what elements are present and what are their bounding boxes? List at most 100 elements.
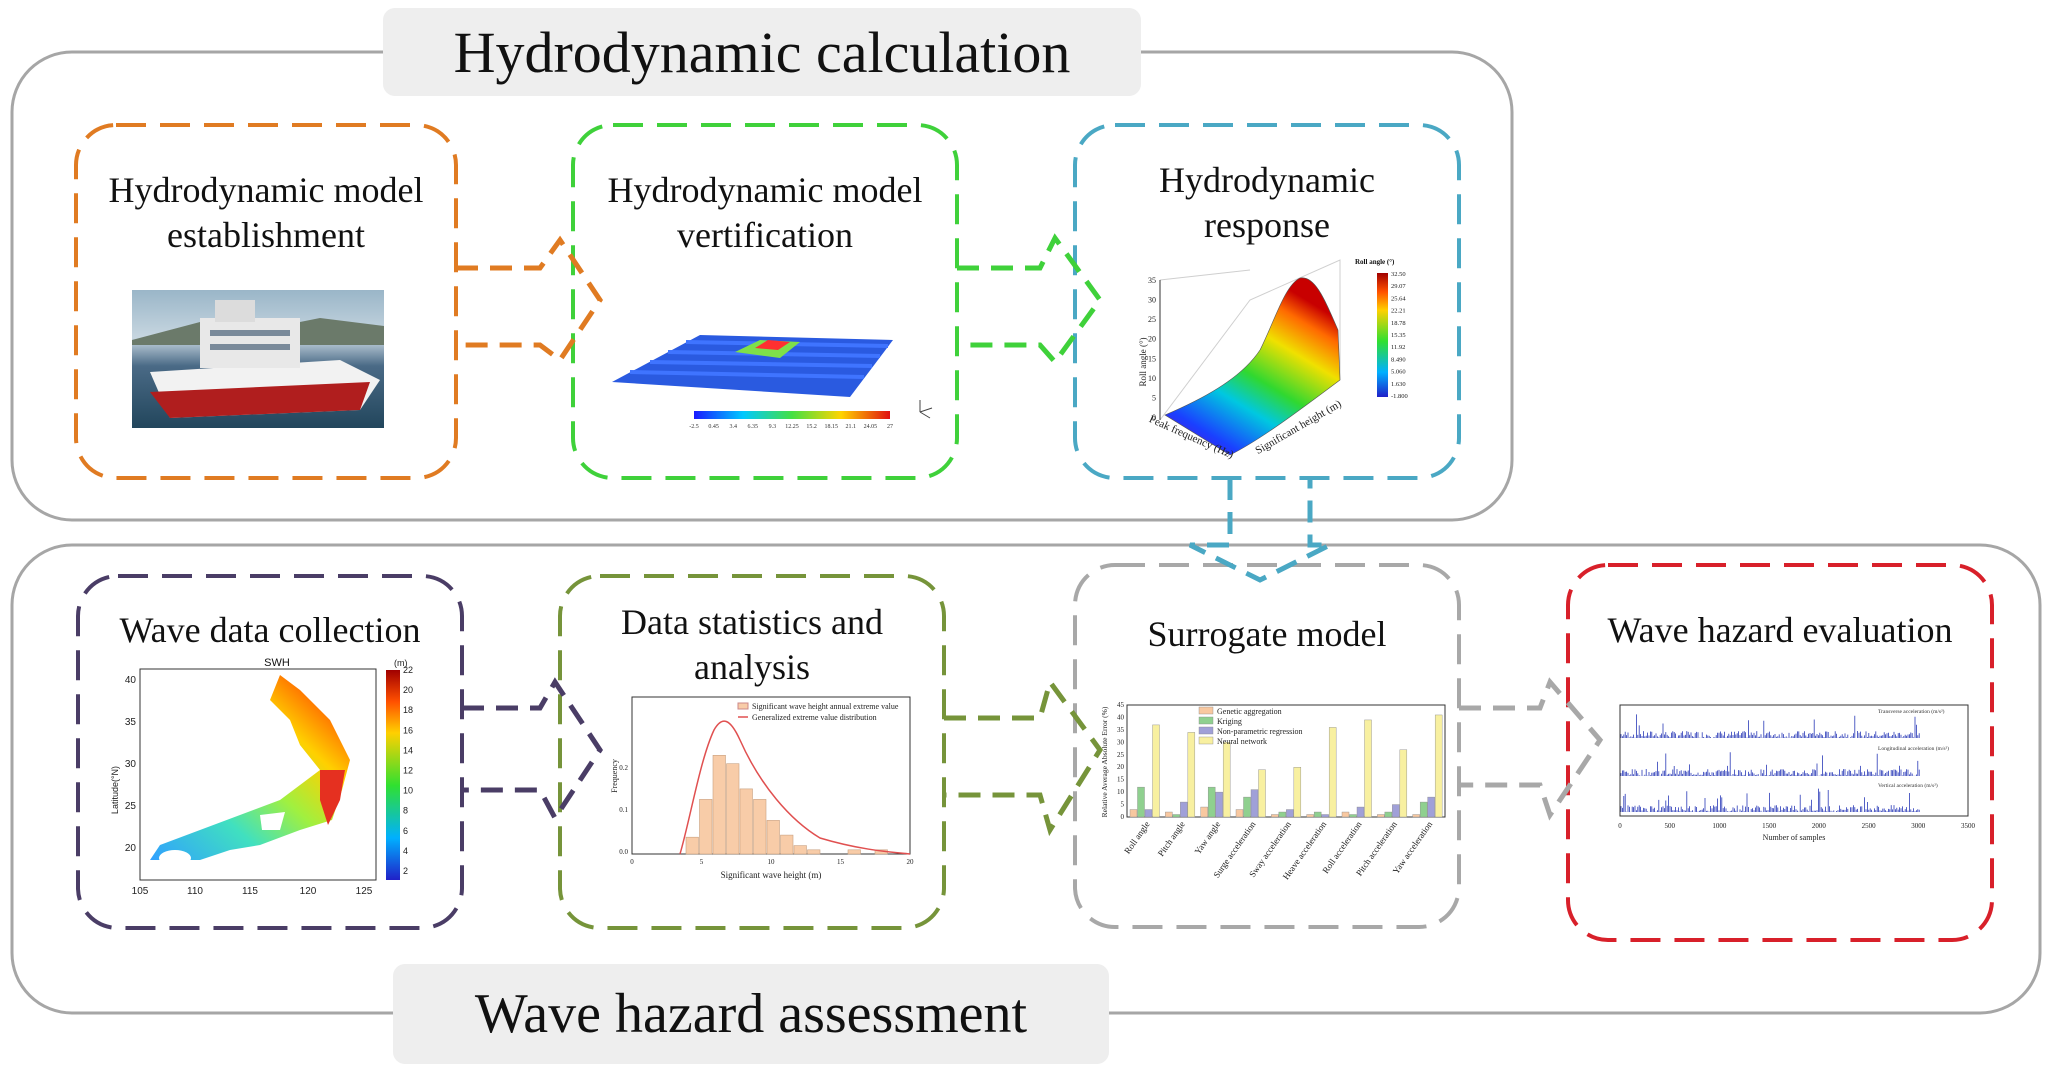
surrogate-x-tick: Yaw angle <box>1192 819 1222 856</box>
arrow-verification-response <box>957 233 1104 366</box>
surrogate-bar <box>1306 814 1314 818</box>
roll-colorbar-tick: 25.64 <box>1391 295 1406 302</box>
surrogate-bar <box>1321 814 1329 818</box>
arrow-statistics-surrogate <box>944 676 1104 837</box>
swh-map-y-tick: 25 <box>125 801 137 812</box>
roll-colorbar-title: Roll angle (°) <box>1355 258 1395 266</box>
verification-colorbar-tick: 18.15 <box>824 424 838 430</box>
histogram-x-tick: 0 <box>630 858 634 866</box>
swh-map-y-tick: 35 <box>125 717 137 728</box>
verification-colorbar-tick: 15.2 <box>806 424 817 430</box>
roll-colorbar-tick: 29.07 <box>1391 283 1406 290</box>
acceleration-x-tick: 3000 <box>1911 822 1926 830</box>
swh-colorbar-tick: 2 <box>403 866 408 876</box>
swh-map-x-tick: 110 <box>187 886 203 897</box>
surrogate-bar <box>1250 789 1259 818</box>
acceleration-x-tick: 0 <box>1618 822 1622 830</box>
roll-angle-z-tick: 35 <box>1148 276 1156 285</box>
surrogate-bar <box>1129 809 1138 818</box>
surrogate-bar <box>1137 786 1145 818</box>
surrogate-ylabel: Relative Average Absolute Error (%) <box>1100 706 1109 817</box>
verification-colorbar-tick: 21.1 <box>846 424 857 430</box>
surrogate-bar <box>1235 809 1244 818</box>
acceleration-x-tick: 500 <box>1664 822 1675 830</box>
wave-height-histogram: Significant wave height annual extreme v… <box>610 696 914 880</box>
roll-colorbar-tick: 22.21 <box>1391 308 1406 315</box>
histogram-bar <box>793 845 807 855</box>
surrogate-legend-label: Kriging <box>1217 717 1242 726</box>
swh-colorbar-tick: 8 <box>403 806 408 816</box>
evaluation-label: Wave hazard evaluation <box>1607 610 1953 650</box>
acceleration-x-tick: 1000 <box>1712 822 1727 830</box>
roll-angle-z-tick: 0 <box>1152 413 1156 422</box>
swh-map-title: SWH <box>264 657 290 669</box>
hydrodynamic-calculation-group <box>10 50 1514 522</box>
surrogate-y-tick: 40 <box>1117 713 1125 721</box>
acceleration-series-label: Transverse acceleration (m/s²) <box>1878 708 1945 715</box>
acceleration-x-tick: 2000 <box>1812 822 1827 830</box>
histogram-bar <box>685 836 699 855</box>
swh-colorbar-tick: 16 <box>403 725 413 735</box>
surrogate-bar <box>1222 742 1231 818</box>
swh-map-x-tick: 120 <box>300 886 317 897</box>
box-response <box>1073 123 1461 480</box>
surrogate-bar <box>1377 814 1385 818</box>
acceleration-series-labels: Transverse acceleration (m/s²) Longitudin… <box>1878 708 1949 789</box>
surrogate-bar <box>1207 786 1216 818</box>
verification-label: Hydrodynamic model vertification <box>607 170 923 255</box>
surrogate-error-chart: Genetic aggregationKrigingNon-parametric… <box>1100 701 1446 881</box>
surrogate-legend: Genetic aggregationKrigingNon-parametric… <box>1198 706 1303 746</box>
surrogate-y-tick: 30 <box>1117 738 1125 746</box>
surrogate-y-tick: 45 <box>1117 701 1125 709</box>
swh-colorbar-tick: 20 <box>403 685 413 695</box>
surrogate-legend-label: Non-parametric regression <box>1217 727 1303 736</box>
swh-map-y-ticks: 40 35 30 25 20 <box>125 675 137 854</box>
roll-angle-z-label: Roll angle (°) <box>1138 337 1148 386</box>
surrogate-bars <box>1129 714 1443 818</box>
histogram-legend-2: Generalized extreme value distribution <box>752 713 877 722</box>
surrogate-bar <box>1293 767 1302 818</box>
surrogate-bar <box>1384 811 1393 818</box>
surrogate-legend-label: Neural network <box>1217 737 1267 746</box>
roll-colorbar-tick: 11.92 <box>1391 344 1405 351</box>
swh-map-ylabel: Latitude(°N) <box>110 766 120 814</box>
surrogate-bar <box>1286 809 1294 818</box>
acceleration-series-label: Longitudinal acceleration (m/s²) <box>1878 745 1949 752</box>
surrogate-x-tick: Pitch angle <box>1156 819 1187 858</box>
acceleration-x-tick: 1500 <box>1762 822 1777 830</box>
roll-angle-z-tick: 15 <box>1148 354 1156 363</box>
verification-colorbar-tick: 24.05 <box>864 424 878 430</box>
histogram-bars <box>685 754 888 855</box>
surrogate-bar <box>1356 806 1365 818</box>
wave-hazard-assessment-title: Wave hazard assessment <box>393 964 1109 1064</box>
surrogate-bar <box>1278 811 1287 818</box>
surrogate-legend-swatch <box>1198 706 1214 715</box>
roll-colorbar <box>1377 273 1388 397</box>
swh-map-y-tick: 30 <box>125 759 137 770</box>
surrogate-bar <box>1313 811 1322 818</box>
swh-map-x-tick: 105 <box>132 886 149 897</box>
histogram-xlabel: Significant wave height (m) <box>721 870 822 880</box>
surrogate-bar <box>1328 727 1337 818</box>
surrogate-bar <box>1180 801 1188 818</box>
roll-colorbar-tick: 8.490 <box>1391 356 1406 363</box>
swh-colorbar-tick: 6 <box>403 826 408 836</box>
ship-photo <box>132 290 384 428</box>
arrow-response-surrogate <box>1188 478 1332 583</box>
surrogate-bar <box>1172 814 1181 818</box>
acceleration-series-line <box>1620 714 1920 738</box>
establishment-label: Hydrodynamic model establishment <box>108 170 424 255</box>
hydrodynamic-calculation-title: Hydrodynamic calculation <box>383 8 1141 96</box>
swh-map-y-tick: 20 <box>125 843 137 854</box>
acceleration-series-line <box>1620 788 1920 812</box>
verification-colorbar-tick: 0.45 <box>708 424 719 430</box>
histogram-y-tick: 0.0 <box>619 848 628 856</box>
swh-map-y-tick: 40 <box>125 675 137 686</box>
